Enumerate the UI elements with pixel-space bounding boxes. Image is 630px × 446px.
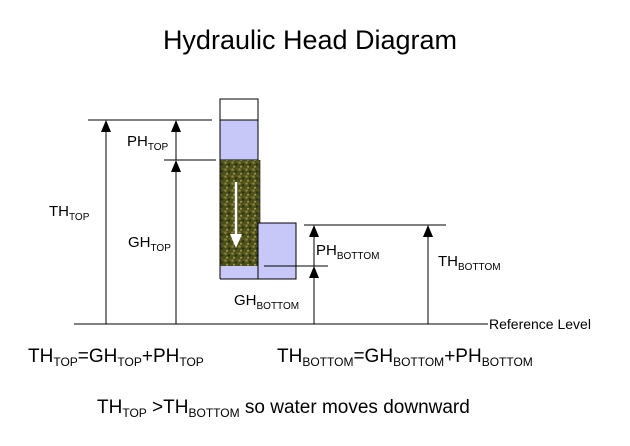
column-top-empty — [219, 98, 259, 121]
soil-column — [220, 160, 260, 266]
gh-bottom-arrow — [309, 266, 319, 324]
top-water-reservoir — [219, 119, 259, 161]
ph-top-label: PHTOP — [127, 133, 169, 153]
th-bottom-arrow — [423, 225, 433, 324]
diagram-title: Hydraulic Head Diagram — [163, 25, 457, 55]
ph-top-arrow — [171, 120, 181, 160]
soil-column-apparatus — [219, 98, 297, 280]
ph-bottom-label: PHBOTTOM — [316, 242, 379, 262]
gh-top-arrow — [171, 160, 181, 324]
ph-bottom-arrow — [309, 225, 319, 266]
th-bottom-label: THBOTTOM — [438, 253, 501, 273]
gh-top-label: GHTOP — [128, 234, 171, 254]
equation-top: THTOP=GHTOP+PHTOP — [28, 346, 204, 369]
th-top-label: THTOP — [49, 203, 90, 223]
gh-bottom-label: GHBOTTOM — [234, 292, 299, 312]
column-bottom-water — [220, 266, 260, 279]
flow-direction-arrow-icon — [230, 182, 242, 248]
th-top-arrow — [101, 120, 111, 324]
bottom-water-reservoir — [257, 222, 297, 280]
reference-level-label: Reference Level — [489, 316, 591, 332]
conclusion-statement: THTOP >THBOTTOM so water moves downward — [97, 397, 470, 420]
equation-bottom: THBOTTOM=GHBOTTOM+PHBOTTOM — [277, 346, 533, 369]
